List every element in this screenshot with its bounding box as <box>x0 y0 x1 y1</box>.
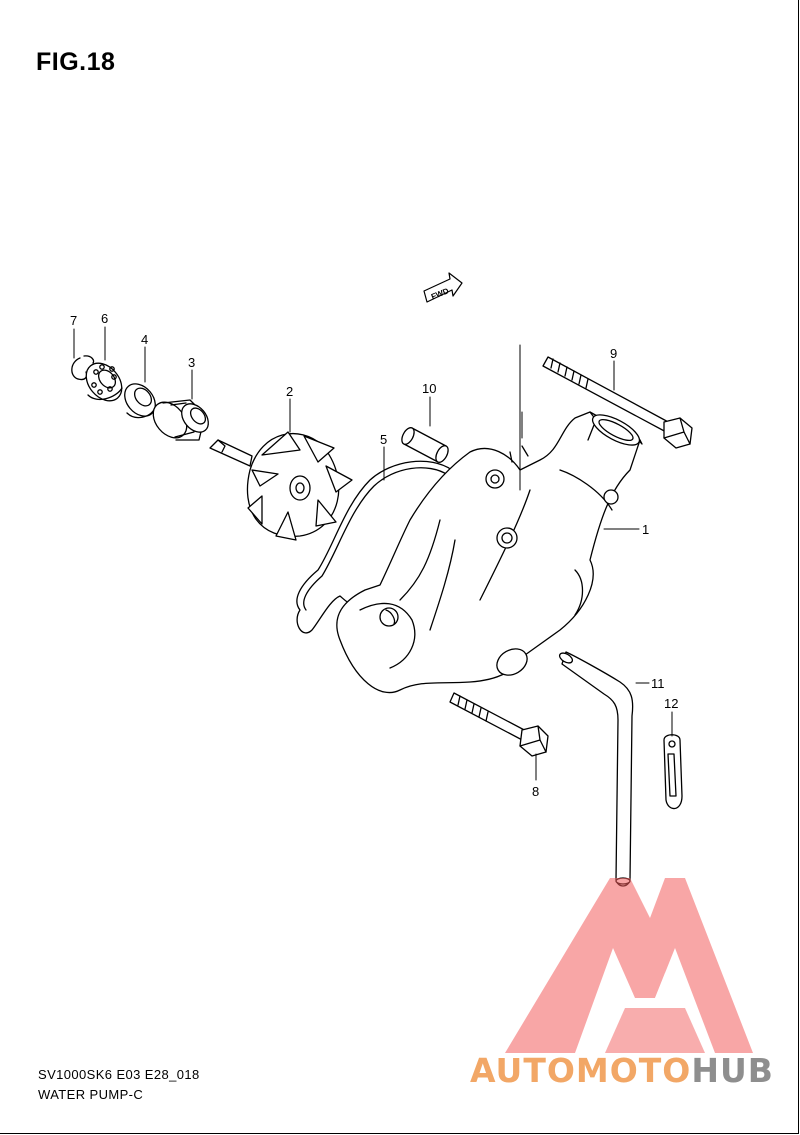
callout-8: 8 <box>532 784 539 799</box>
callout-5: 5 <box>380 432 387 447</box>
water-pump-housing-part-1 <box>336 411 643 694</box>
callout-1: 1 <box>642 522 649 537</box>
callout-9: 9 <box>610 346 617 361</box>
callout-7: 7 <box>70 313 77 328</box>
callout-3: 3 <box>188 355 195 370</box>
clamp-part-12 <box>663 734 683 810</box>
watermark-brand-part-a: AUTOMOTO <box>470 1051 692 1090</box>
bearing-part-6 <box>85 362 123 402</box>
watermark-brand: AUTOMOTOHUB <box>470 1051 774 1090</box>
callout-6: 6 <box>101 311 108 326</box>
hose-part-11 <box>558 651 634 887</box>
short-bolt-part-8 <box>449 692 549 757</box>
section-name: WATER PUMP-C <box>38 1087 144 1102</box>
callout-12: 12 <box>664 696 678 711</box>
automotohub-logo-icon <box>505 878 753 1053</box>
callout-4: 4 <box>141 332 148 347</box>
long-bolt-part-9 <box>542 356 693 449</box>
leader-lines <box>73 326 673 781</box>
dowel-pin-part-10 <box>401 427 449 463</box>
callout-11: 11 <box>651 676 665 691</box>
callout-10: 10 <box>422 381 436 396</box>
mechanical-seal-part-3 <box>152 399 209 441</box>
callout-2: 2 <box>286 384 293 399</box>
watermark-brand-part-b: HUB <box>691 1051 774 1090</box>
fwd-arrow-icon: FWD <box>423 272 463 303</box>
impeller-part-2 <box>209 431 353 541</box>
model-code: SV1000SK6 E03 E28_018 <box>38 1067 200 1082</box>
figure-title: FIG.18 <box>36 48 116 76</box>
